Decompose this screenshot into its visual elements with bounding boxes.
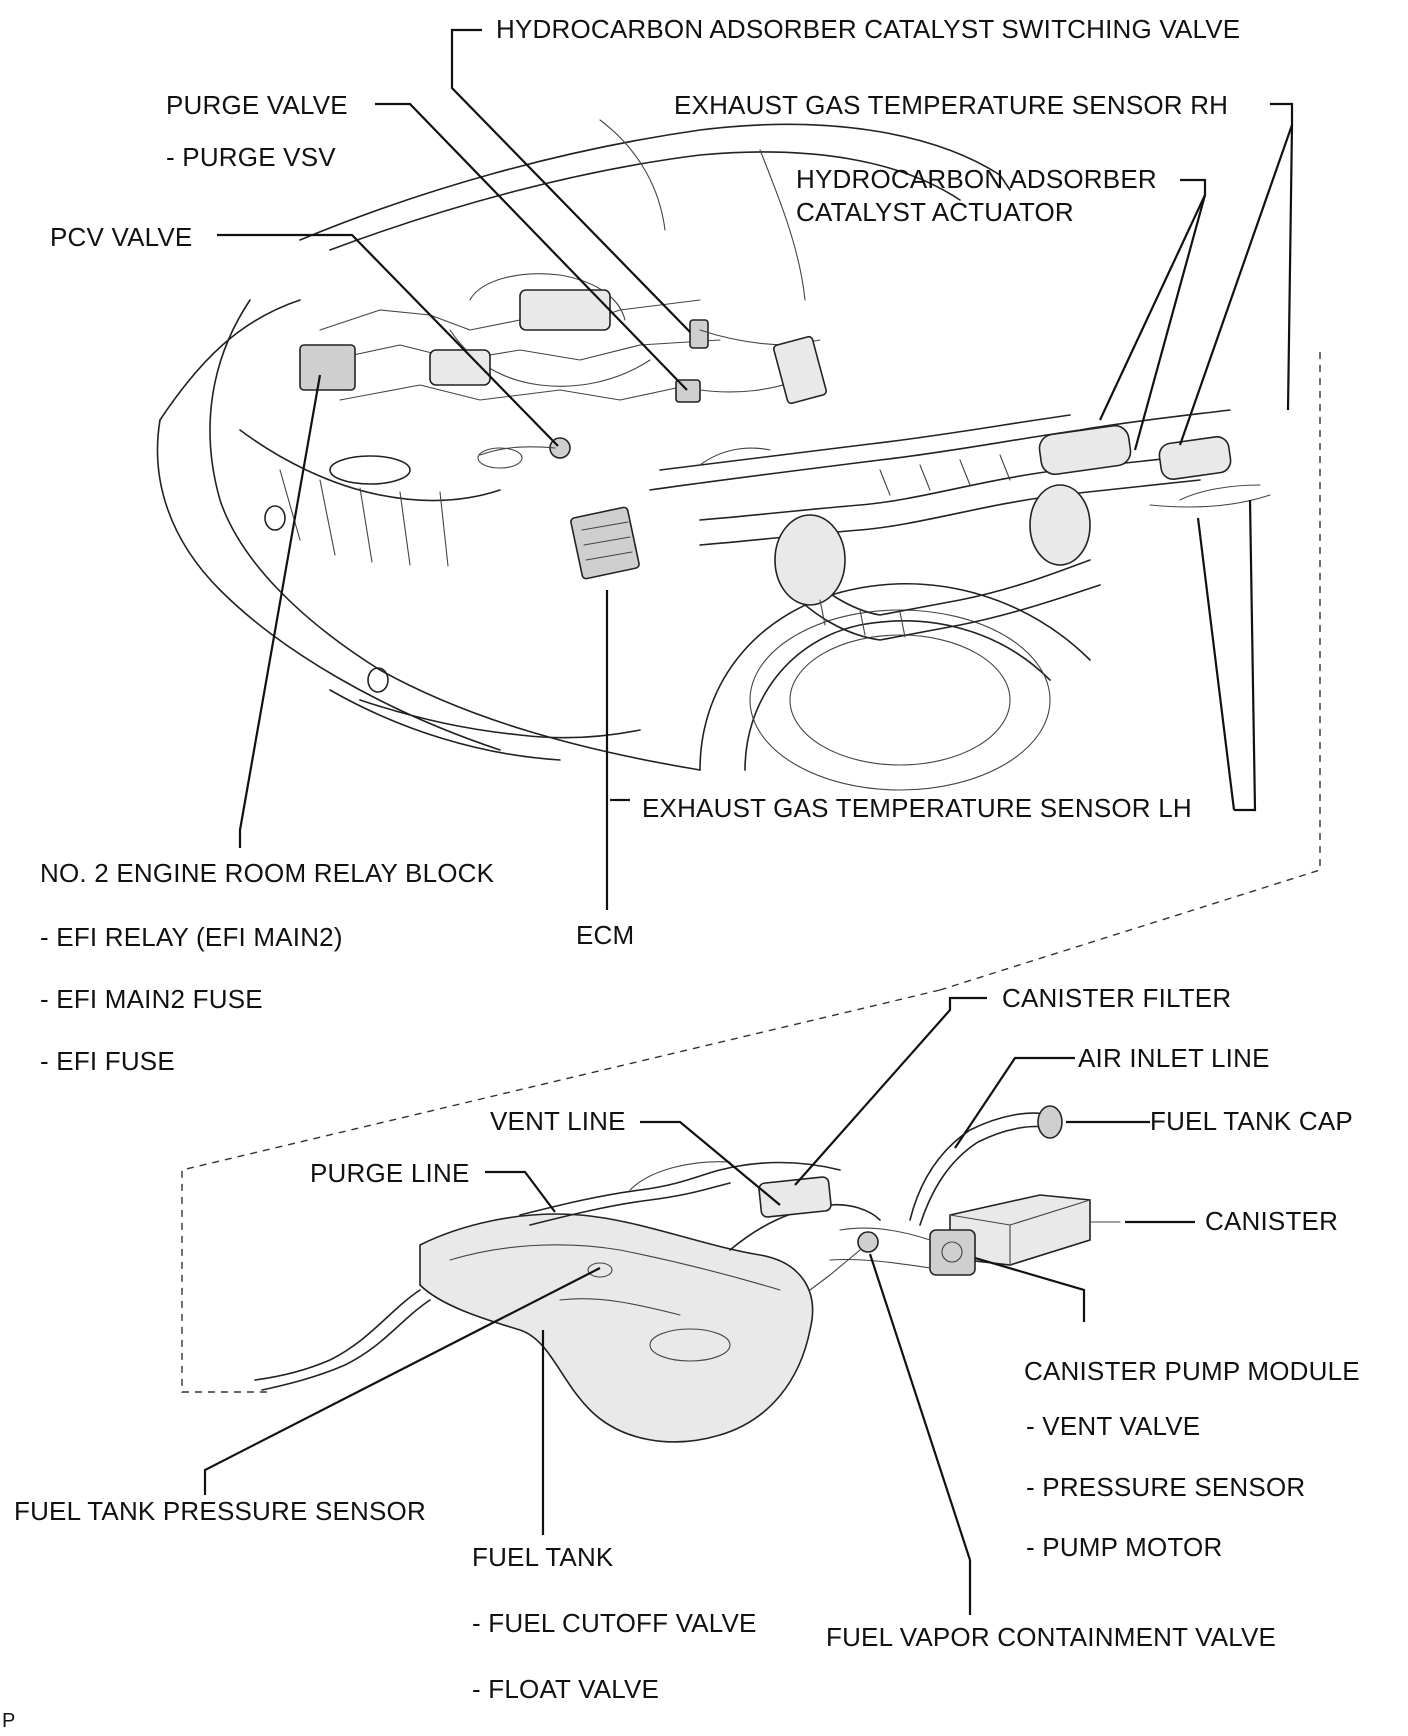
label-fuel-tank-pressure-sensor: FUEL TANK PRESSURE SENSOR: [14, 1496, 426, 1526]
label-hc-switching-valve: HYDROCARBON ADSORBER CATALYST SWITCHING …: [496, 14, 1241, 44]
label-pump-motor: - PUMP MOTOR: [1026, 1532, 1223, 1562]
label-fuel-vapor-containment-valve: FUEL VAPOR CONTAINMENT VALVE: [826, 1622, 1277, 1652]
label-efi-relay: - EFI RELAY (EFI MAIN2): [40, 922, 343, 952]
fuel-system-drawing: [254, 1105, 1121, 1443]
label-fuel-cutoff-valve: - FUEL CUTOFF VALVE: [472, 1608, 757, 1638]
label-canister-filter: CANISTER FILTER: [1002, 983, 1232, 1013]
ecm-shape: [570, 506, 640, 580]
dashed-boundary-lower: [181, 989, 941, 1393]
relay-block-shape: [299, 344, 356, 391]
label-canister-pump-module: CANISTER PUMP MODULE: [1024, 1356, 1360, 1386]
label-purge-line: PURGE LINE: [310, 1158, 470, 1188]
label-hc-actuator-line2: CATALYST ACTUATOR: [796, 197, 1074, 227]
label-air-inlet-line: AIR INLET LINE: [1078, 1043, 1270, 1073]
corner-mark: P: [2, 1710, 16, 1732]
label-fuel-tank-cap: FUEL TANK CAP: [1150, 1106, 1353, 1136]
label-vent-line: VENT LINE: [490, 1106, 626, 1136]
label-hc-actuator-line1: HYDROCARBON ADSORBER: [796, 164, 1157, 194]
exhaust-system-drawing: [649, 409, 1271, 641]
label-exhaust-temp-lh: EXHAUST GAS TEMPERATURE SENSOR LH: [642, 793, 1192, 823]
label-purge-vsv: - PURGE VSV: [166, 142, 336, 172]
label-canister: CANISTER: [1205, 1206, 1339, 1236]
dashed-boundary-upper: [939, 352, 1321, 991]
label-efi-fuse: - EFI FUSE: [40, 1046, 175, 1076]
label-relay-block: NO. 2 ENGINE ROOM RELAY BLOCK: [40, 858, 495, 888]
label-float-valve: - FLOAT VALVE: [472, 1674, 660, 1704]
label-fuel-tank: FUEL TANK: [472, 1542, 614, 1572]
leader-lines: [203, 28, 1294, 1615]
label-ecm: ECM: [576, 920, 635, 950]
label-purge-valve: PURGE VALVE: [166, 90, 348, 120]
vehicle-front-drawing: [156, 119, 1091, 791]
label-efi-main2-fuse: - EFI MAIN2 FUSE: [40, 984, 263, 1014]
label-exhaust-temp-rh: EXHAUST GAS TEMPERATURE SENSOR RH: [674, 90, 1229, 120]
label-pcv-valve: PCV VALVE: [50, 222, 193, 252]
label-vent-valve: - VENT VALVE: [1026, 1411, 1201, 1441]
label-pressure-sensor: - PRESSURE SENSOR: [1026, 1472, 1306, 1502]
